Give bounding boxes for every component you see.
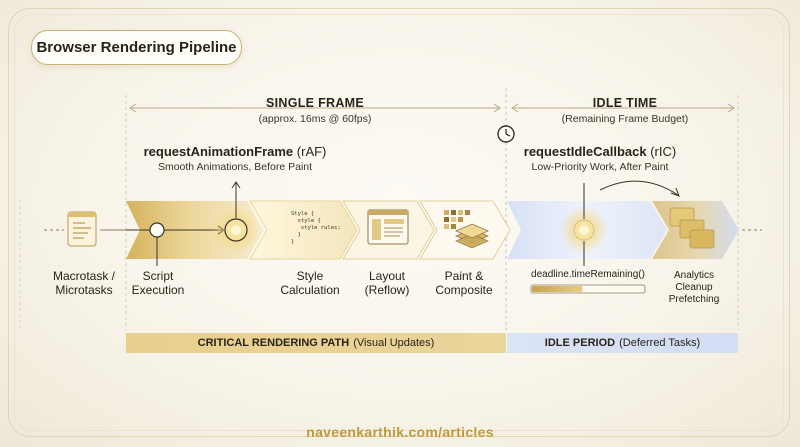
title-pill: Browser Rendering Pipeline	[31, 30, 242, 65]
idle-period-rest: (Deferred Tasks)	[619, 337, 701, 349]
script-label: Script Execution	[120, 269, 196, 297]
idle-time-span	[511, 103, 735, 113]
footer-link[interactable]: naveenkarthik.com/articles	[306, 424, 494, 440]
raf-name: requestAnimationFrame	[143, 144, 294, 159]
clock-icon	[497, 125, 515, 143]
single-frame-heading: SINGLE FRAME	[265, 96, 365, 110]
style-line-2: Calculation	[280, 283, 340, 297]
paint-line-2: Composite	[435, 283, 493, 297]
style-label: Style Calculation	[270, 269, 350, 297]
critical-path-bold: CRITICAL RENDERING PATH	[197, 337, 350, 349]
analytics-line-3: Prefetching	[668, 294, 720, 305]
idle-time-subheading: (Remaining Frame Budget)	[561, 113, 689, 125]
paint-label: Paint & Composite	[426, 269, 502, 297]
layout-line-2: (Reflow)	[364, 283, 410, 297]
ric-glow-icon	[560, 206, 608, 254]
footer-rule-right	[520, 436, 700, 437]
stacked-cards-icon	[669, 207, 715, 249]
code-icon: Style { style { style rules; } }	[291, 211, 341, 245]
single-frame-subheading: (approx. 16ms @ 60fps)	[258, 113, 372, 125]
layout-icon	[367, 209, 409, 245]
layout-line-1: Layout	[368, 269, 406, 283]
script-line-2: Execution	[131, 283, 185, 297]
idle-period-bold: IDLE PERIOD	[544, 337, 616, 349]
style-line-1: Style	[296, 269, 324, 283]
style-chevron	[249, 200, 358, 260]
node-icon	[149, 222, 165, 238]
raf-abbr: (rAF)	[296, 144, 327, 159]
macrotask-label: Macrotask / Microtasks	[44, 269, 124, 297]
raf-desc: Smooth Animations, Before Paint	[157, 161, 313, 173]
document-icon	[67, 211, 97, 247]
analytics-line-1: Analytics	[673, 270, 714, 281]
ric-label: requestIdleCallback (rIC)	[515, 144, 685, 159]
critical-path-rest: (Visual Updates)	[353, 337, 435, 349]
paint-line-1: Paint &	[444, 269, 484, 283]
script-line-1: Script	[142, 269, 174, 283]
macrotask-line-2: Microtasks	[55, 283, 113, 297]
inner-frame	[14, 14, 784, 431]
idle-period-bar: IDLE PERIOD (Deferred Tasks)	[507, 333, 738, 353]
analytics-label: Analytics Cleanup Prefetching	[654, 270, 734, 306]
idle-time-heading: IDLE TIME	[592, 96, 658, 110]
layout-label: Layout (Reflow)	[350, 269, 424, 297]
outer-frame	[8, 8, 790, 437]
ric-name: requestIdleCallback	[523, 144, 647, 159]
analytics-line-2: Cleanup	[675, 282, 713, 293]
single-frame-span	[129, 103, 501, 113]
ric-desc: Low-Priority Work, After Paint	[531, 161, 669, 173]
ric-abbr: (rIC)	[650, 144, 677, 159]
raf-glow-icon	[212, 206, 260, 254]
deadline-progress	[530, 284, 646, 294]
footer-rule-left	[100, 436, 280, 437]
paint-layers-icon	[444, 210, 489, 249]
raf-label: requestAnimationFrame (rAF)	[135, 144, 335, 159]
deadline-label: deadline.timeRemaining()	[531, 269, 645, 280]
macrotask-line-1: Macrotask /	[52, 269, 115, 283]
critical-path-bar: CRITICAL RENDERING PATH (Visual Updates)	[126, 333, 506, 353]
